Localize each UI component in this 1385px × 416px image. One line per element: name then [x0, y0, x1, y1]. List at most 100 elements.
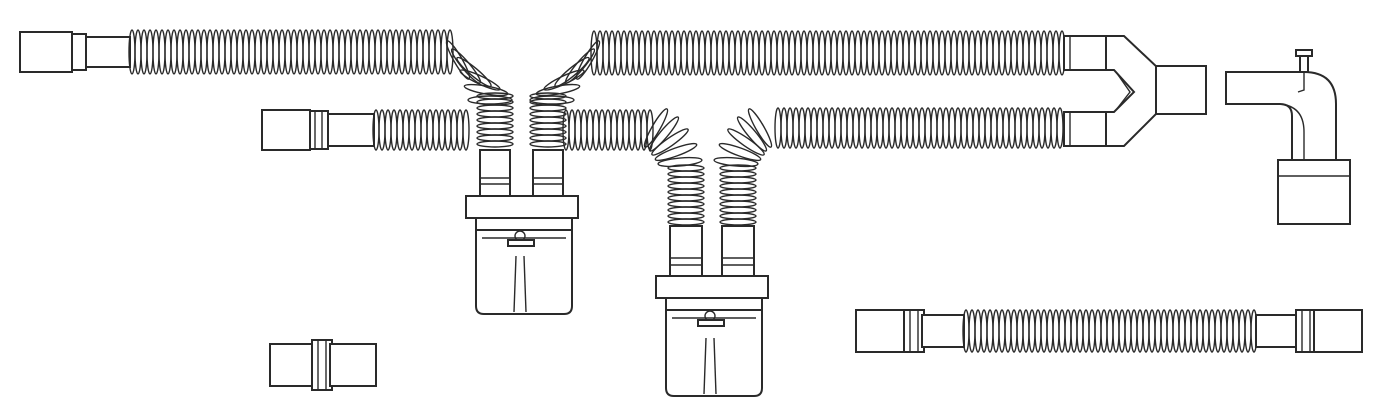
coil-ring — [986, 30, 994, 76]
water-trap-right — [655, 164, 769, 397]
coil-ring — [667, 188, 705, 196]
coil-ring — [806, 30, 814, 76]
coil-ring — [1052, 30, 1060, 76]
coil-ring — [918, 107, 926, 149]
coil-ring — [218, 29, 226, 75]
coil-ring — [188, 29, 196, 75]
coil-ring — [824, 30, 832, 76]
coil-ring — [314, 29, 322, 75]
coil-ring — [1046, 30, 1054, 76]
coil-ring — [320, 29, 328, 75]
cuff-neck — [327, 113, 375, 147]
coil-ring — [1056, 107, 1064, 149]
y-port-top — [1063, 35, 1107, 71]
coil-ring — [818, 30, 826, 76]
short-limb-with-water-trap-left — [261, 107, 1064, 168]
coil-ring — [812, 30, 820, 76]
coil-ring — [996, 107, 1004, 149]
coil-ring — [164, 29, 172, 75]
coil-ring — [842, 30, 850, 76]
cuff-neck — [1255, 314, 1299, 348]
coil-ring — [798, 107, 806, 149]
coil-ring — [206, 29, 214, 75]
coil-ring — [529, 122, 567, 130]
coil-ring — [1130, 309, 1138, 353]
coil-ring — [1166, 309, 1174, 353]
coil-ring — [326, 29, 334, 75]
coil-ring — [574, 109, 582, 151]
coil-ring — [719, 188, 757, 196]
coil-ring — [1002, 107, 1010, 149]
coil-ring — [338, 29, 346, 75]
coil-ring — [912, 107, 920, 149]
coil-ring — [434, 29, 442, 75]
coil-ring — [1142, 309, 1150, 353]
coil-ring — [543, 69, 585, 91]
coil-ring — [378, 109, 386, 151]
coil-ring — [212, 29, 220, 75]
coil-ring — [804, 107, 812, 149]
coil-ring — [428, 29, 436, 75]
coil-ring — [529, 134, 567, 142]
coil-ring — [402, 109, 410, 151]
coil-ring — [956, 30, 964, 76]
coil-ring — [272, 29, 280, 75]
coil-ring — [974, 30, 982, 76]
coil-ring — [667, 176, 705, 184]
coil-ring — [344, 29, 352, 75]
elbow-cap — [1295, 49, 1313, 57]
coil-ring — [634, 109, 642, 151]
coil-ring — [614, 30, 622, 76]
coil-ring — [404, 29, 412, 75]
coil-ring — [529, 128, 567, 136]
coil-ring — [1040, 309, 1048, 353]
coil-ring — [1100, 309, 1108, 353]
coil-ring — [1172, 309, 1180, 353]
coil-ring — [872, 30, 880, 76]
coil-ring — [830, 30, 838, 76]
coil-ring — [776, 30, 784, 76]
coil-ring — [890, 30, 898, 76]
trap-port — [532, 149, 564, 197]
coil-ring — [764, 30, 772, 76]
coil-ring — [529, 104, 567, 112]
coil-ring — [1046, 309, 1054, 353]
coil-ring — [1118, 309, 1126, 353]
tube-corrugation — [962, 309, 1258, 353]
coil-ring — [992, 30, 1000, 76]
coil-ring — [308, 29, 316, 75]
coil-ring — [529, 140, 567, 148]
coil-ring — [986, 309, 994, 353]
coil-ring — [456, 109, 464, 151]
coil-ring — [456, 56, 492, 88]
coil-ring — [834, 107, 842, 149]
coil-ring — [667, 200, 705, 208]
trap-lid — [465, 195, 579, 219]
coil-ring — [998, 30, 1006, 76]
coil-ring — [350, 29, 358, 75]
coil-ring — [924, 107, 932, 149]
coil-ring — [870, 107, 878, 149]
coil-ring — [860, 30, 868, 76]
coil-ring — [954, 107, 962, 149]
coil-ring — [864, 107, 872, 149]
coil-ring — [1044, 107, 1052, 149]
coil-ring — [1050, 107, 1058, 149]
coil-ring — [1214, 309, 1222, 353]
coil-ring — [896, 30, 904, 76]
coil-ring — [1040, 30, 1048, 76]
coil-ring — [290, 29, 298, 75]
cuff-neck — [921, 314, 965, 348]
coil-ring — [568, 109, 576, 151]
tube-corrugation — [128, 29, 454, 75]
coil-ring — [476, 128, 514, 136]
coil-ring — [719, 218, 757, 226]
coil-ring — [788, 30, 796, 76]
coil-ring — [719, 194, 757, 202]
extension-tube — [855, 309, 1363, 353]
coil-ring — [1038, 107, 1046, 149]
coil-ring — [980, 309, 988, 353]
coil-ring — [667, 182, 705, 190]
coil-ring — [1094, 309, 1102, 353]
